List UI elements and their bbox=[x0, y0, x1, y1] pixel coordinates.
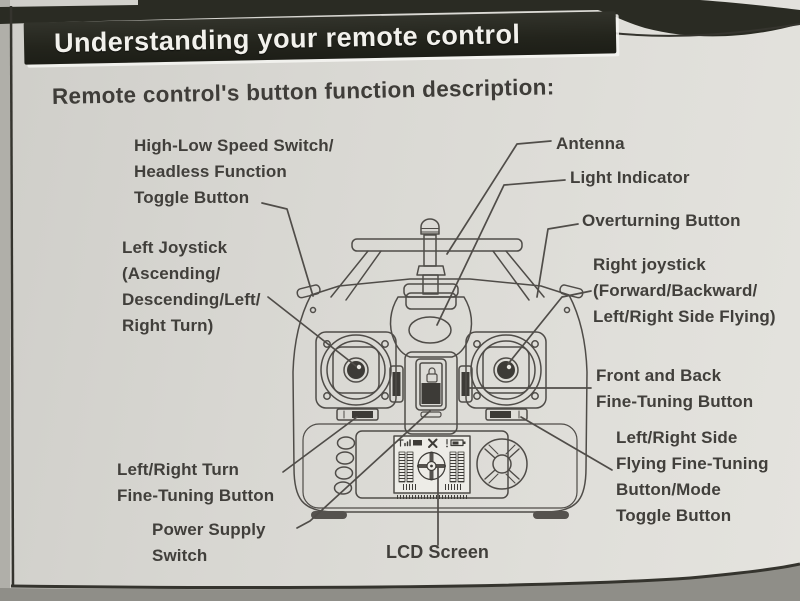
label-line: Left/Right Side Flying) bbox=[593, 307, 776, 326]
label-line: Switch bbox=[152, 546, 208, 565]
right-foot-drawing bbox=[533, 511, 569, 519]
leader-left-joystick bbox=[267, 296, 357, 367]
callout-label-front-back: Front and Back Fine-Tuning Button bbox=[596, 363, 753, 415]
light-indicator-drawing bbox=[408, 316, 452, 344]
callout-label-right-joystick: Right joystick (Forward/Backward/ Left/R… bbox=[593, 252, 776, 330]
label-line: Left Joystick bbox=[122, 238, 228, 257]
left-joystick-drawing bbox=[315, 331, 397, 409]
body-outline-drawing bbox=[292, 278, 588, 519]
leader-lr-turn bbox=[282, 416, 358, 473]
callout-label-light-indicator: Light Indicator bbox=[570, 165, 690, 191]
leader-light-indicator bbox=[436, 179, 566, 326]
right-joystick-drawing bbox=[465, 331, 547, 409]
label-line: LCD Screen bbox=[386, 542, 490, 562]
center-console-drawing bbox=[389, 283, 473, 435]
label-line: Flying Fine-Tuning bbox=[616, 454, 769, 473]
label-line: Fine-Tuning Button bbox=[117, 486, 275, 505]
label-line: Right Turn) bbox=[122, 316, 214, 335]
left-foot-drawing bbox=[311, 511, 347, 519]
leader-overturning bbox=[536, 223, 579, 298]
label-line: Light Indicator bbox=[570, 168, 690, 187]
callout-label-antenna: Antenna bbox=[556, 131, 625, 157]
power-switch-drawing bbox=[415, 358, 447, 418]
label-line: Left/Right Side bbox=[616, 428, 738, 447]
leader-right-joystick bbox=[507, 290, 592, 365]
horizontal-trim-sliders-drawing bbox=[336, 408, 528, 421]
leader-lines bbox=[261, 140, 613, 546]
label-line: Descending/Left/ bbox=[122, 290, 261, 309]
left-right-turn-trim-drawing bbox=[336, 408, 379, 421]
label-line: Left/Right Turn bbox=[117, 460, 240, 479]
carry-handle-drawing bbox=[330, 238, 545, 301]
antenna-drawing bbox=[405, 218, 457, 310]
leader-toggle-button bbox=[261, 202, 314, 297]
label-line: (Ascending/ bbox=[122, 264, 221, 283]
label-line: Antenna bbox=[556, 134, 625, 153]
label-line: Toggle Button bbox=[616, 506, 732, 525]
callout-label-power: Power Supply Switch bbox=[152, 517, 266, 569]
high-low-switch-drawing bbox=[296, 284, 321, 299]
lcd-screen-drawing bbox=[393, 435, 471, 499]
callout-label-high-low: High-Low Speed Switch/ Headless Function… bbox=[134, 133, 334, 211]
label-line: Overturning Button bbox=[582, 211, 741, 230]
lock-icon bbox=[428, 367, 436, 375]
leader-power bbox=[296, 410, 431, 529]
label-line: Headless Function bbox=[134, 162, 287, 181]
label-line: (Forward/Backward/ bbox=[593, 281, 758, 300]
label-line: Fine-Tuning Button bbox=[596, 392, 754, 411]
label-line: Right joystick bbox=[593, 255, 706, 274]
label-line: Button/Mode bbox=[616, 480, 721, 499]
callout-label-left-joystick: Left Joystick (Ascending/ Descending/Lef… bbox=[122, 235, 261, 339]
leader-lr-side bbox=[520, 416, 613, 471]
dpad-button-drawing bbox=[476, 438, 528, 490]
label-line: High-Low Speed Switch/ bbox=[134, 136, 334, 155]
callout-label-lr-side: Left/Right Side Flying Fine-Tuning Butto… bbox=[616, 425, 769, 529]
leader-antenna bbox=[446, 140, 552, 255]
callout-label-lcd: LCD Screen bbox=[386, 539, 489, 565]
side-flying-trim-drawing bbox=[485, 408, 528, 421]
label-line: Power Supply bbox=[152, 520, 266, 539]
callout-label-lr-turn: Left/Right Turn Fine-Tuning Button bbox=[117, 457, 274, 509]
label-line: Front and Back bbox=[596, 366, 722, 385]
callout-label-overturning: Overturning Button bbox=[582, 208, 741, 234]
label-line: Toggle Button bbox=[134, 188, 250, 207]
